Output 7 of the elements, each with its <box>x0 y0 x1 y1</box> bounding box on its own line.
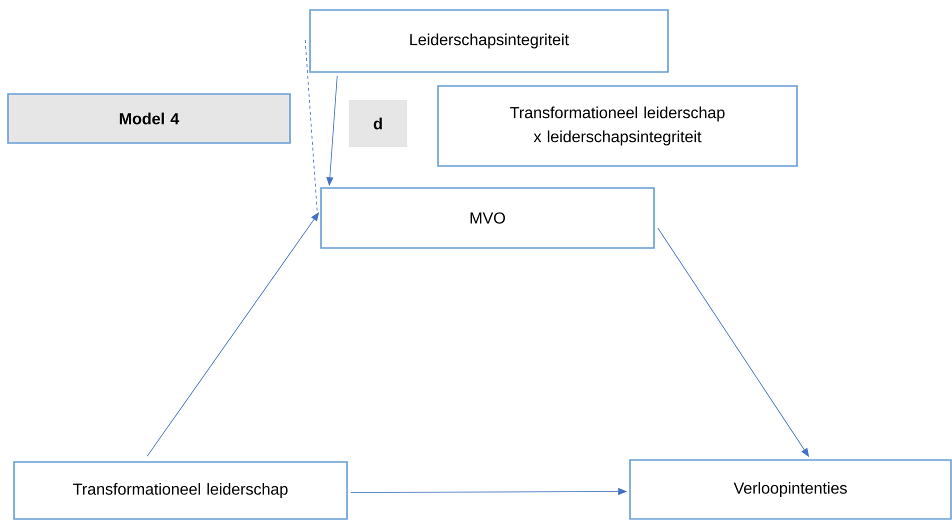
variable-box: MVO <box>320 187 655 249</box>
variable-box: Leiderschapsintegriteit <box>309 9 669 73</box>
label-box: d <box>349 100 407 147</box>
variable-box: Transformationeel leiderschap <box>13 461 348 520</box>
model-box: Model 4 <box>7 93 291 144</box>
variable-box: Transformationeel leiderschap x leiderschapsintegriteit <box>437 85 798 167</box>
variable-box: Verloopintenties <box>629 459 952 520</box>
